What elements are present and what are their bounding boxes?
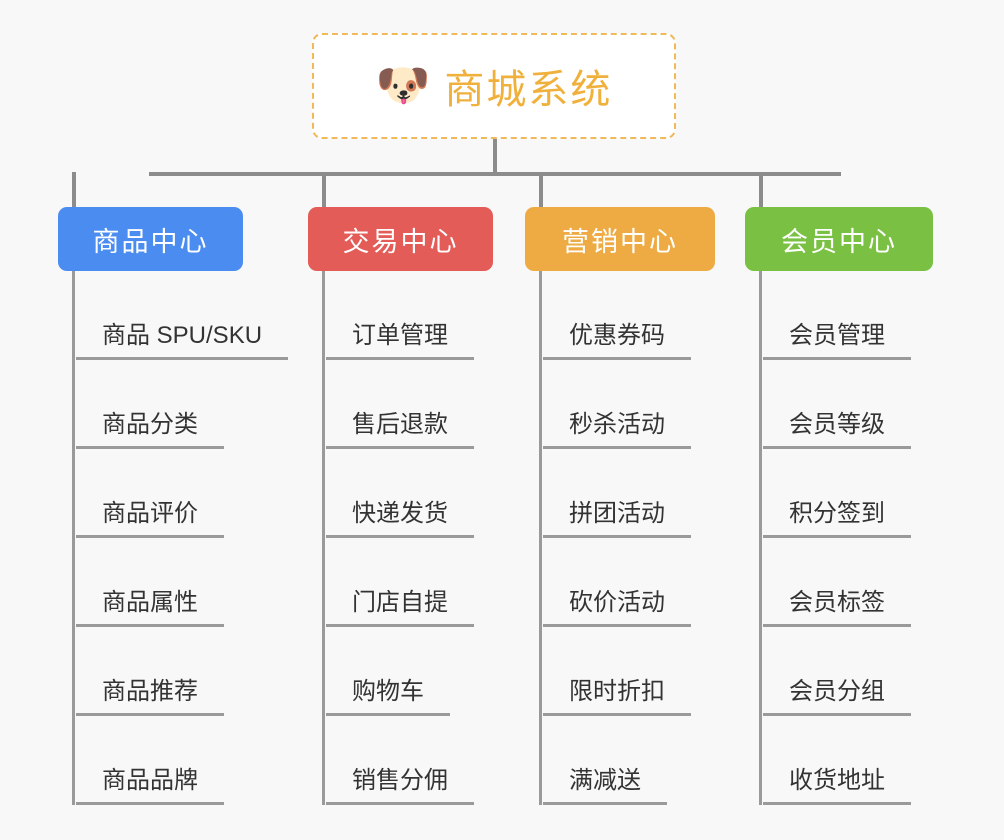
leaf-item-label: 积分签到	[763, 500, 911, 538]
leaf-item[interactable]: 满减送	[539, 716, 715, 805]
branch-column-0: 商品中心商品 SPU/SKU 商品分类商品评价商品属性商品推荐商品品牌	[58, 207, 289, 805]
leaf-item[interactable]: 秒杀活动	[539, 360, 715, 449]
leaf-item[interactable]: 门店自提	[322, 538, 493, 627]
category-label: 商品中心	[92, 226, 209, 257]
leaf-item-label: 购物车	[326, 678, 450, 716]
leaf-trunk-line	[322, 271, 325, 805]
category-label: 会员中心	[781, 226, 897, 257]
branch-column-2: 营销中心优惠券码秒杀活动拼团活动砍价活动限时折扣满减送	[525, 207, 715, 805]
branch-column-3: 会员中心会员管理会员等级积分签到会员标签会员分组收货地址	[745, 207, 933, 805]
leaf-item-label: 会员管理	[763, 322, 911, 360]
leaf-item[interactable]: 商品品牌	[72, 716, 243, 805]
leaf-trunk-line	[759, 271, 762, 805]
leaf-list-0: 商品 SPU/SKU 商品分类商品评价商品属性商品推荐商品品牌	[72, 271, 289, 805]
leaf-item-label: 商品属性	[76, 589, 224, 627]
category-box-1[interactable]: 交易中心	[308, 207, 493, 271]
leaf-item-label: 售后退款	[326, 411, 474, 449]
category-box-2[interactable]: 营销中心	[525, 207, 715, 271]
connector-root-stem	[493, 139, 497, 174]
leaf-item-label: 订单管理	[326, 322, 474, 360]
connector-branch-stem-0	[72, 172, 76, 209]
leaf-item-label: 会员标签	[763, 589, 911, 627]
connector-branch-stem-1	[322, 172, 326, 209]
leaf-item-label: 会员分组	[763, 678, 911, 716]
leaf-item-label: 商品品牌	[76, 767, 224, 805]
leaf-item-label: 商品评价	[76, 500, 224, 538]
connector-horizontal-bus	[149, 172, 841, 176]
leaf-item[interactable]: 购物车	[322, 627, 493, 716]
leaf-item[interactable]: 会员分组	[759, 627, 933, 716]
leaf-trunk-line	[539, 271, 542, 805]
leaf-item[interactable]: 快递发货	[322, 449, 493, 538]
shiba-dog-face-icon: 🐶	[375, 61, 431, 110]
leaf-item[interactable]: 收货地址	[759, 716, 933, 805]
leaf-item[interactable]: 商品推荐	[72, 627, 243, 716]
branch-column-1: 交易中心订单管理售后退款快递发货门店自提购物车销售分佣	[308, 207, 493, 805]
leaf-item[interactable]: 会员标签	[759, 538, 933, 627]
category-box-0[interactable]: 商品中心	[58, 207, 243, 271]
leaf-item[interactable]: 商品属性	[72, 538, 243, 627]
leaf-trunk-line	[72, 271, 75, 805]
root-node[interactable]: 🐶 商城系统	[312, 33, 676, 139]
leaf-list-2: 优惠券码秒杀活动拼团活动砍价活动限时折扣满减送	[539, 271, 715, 805]
leaf-list-3: 会员管理会员等级积分签到会员标签会员分组收货地址	[759, 271, 933, 805]
leaf-item[interactable]: 会员等级	[759, 360, 933, 449]
leaf-item[interactable]: 售后退款	[322, 360, 493, 449]
leaf-item-label: 限时折扣	[543, 678, 691, 716]
leaf-item[interactable]: 销售分佣	[322, 716, 493, 805]
connector-branch-stem-3	[759, 172, 763, 209]
category-box-3[interactable]: 会员中心	[745, 207, 933, 271]
leaf-item-label: 拼团活动	[543, 500, 691, 538]
leaf-item-label: 秒杀活动	[543, 411, 691, 449]
leaf-item[interactable]: 商品 SPU/SKU	[72, 271, 289, 360]
leaf-item-label: 满减送	[543, 767, 667, 805]
leaf-item-label: 门店自提	[326, 589, 474, 627]
leaf-list-1: 订单管理售后退款快递发货门店自提购物车销售分佣	[322, 271, 493, 805]
leaf-item[interactable]: 优惠券码	[539, 271, 715, 360]
leaf-item[interactable]: 会员管理	[759, 271, 933, 360]
leaf-item[interactable]: 限时折扣	[539, 627, 715, 716]
leaf-item[interactable]: 拼团活动	[539, 449, 715, 538]
leaf-item-label: 砍价活动	[543, 589, 691, 627]
category-label: 交易中心	[342, 226, 459, 257]
root-title: 商城系统	[444, 68, 613, 112]
leaf-item-label: 商品 SPU/SKU	[76, 322, 289, 360]
leaf-item-label: 快递发货	[326, 500, 474, 538]
leaf-item[interactable]: 积分签到	[759, 449, 933, 538]
leaf-item-label: 商品推荐	[76, 678, 224, 716]
category-label: 营销中心	[562, 226, 678, 257]
leaf-item[interactable]: 商品评价	[72, 449, 243, 538]
leaf-item[interactable]: 订单管理	[322, 271, 493, 360]
leaf-item-label: 会员等级	[763, 411, 911, 449]
leaf-item[interactable]: 砍价活动	[539, 538, 715, 627]
connector-branch-stem-2	[539, 172, 543, 209]
leaf-item-label: 销售分佣	[326, 767, 474, 805]
leaf-item-label: 商品分类	[76, 411, 224, 449]
leaf-item-label: 优惠券码	[543, 322, 691, 360]
leaf-item-label: 收货地址	[763, 767, 911, 805]
leaf-item[interactable]: 商品分类	[72, 360, 243, 449]
